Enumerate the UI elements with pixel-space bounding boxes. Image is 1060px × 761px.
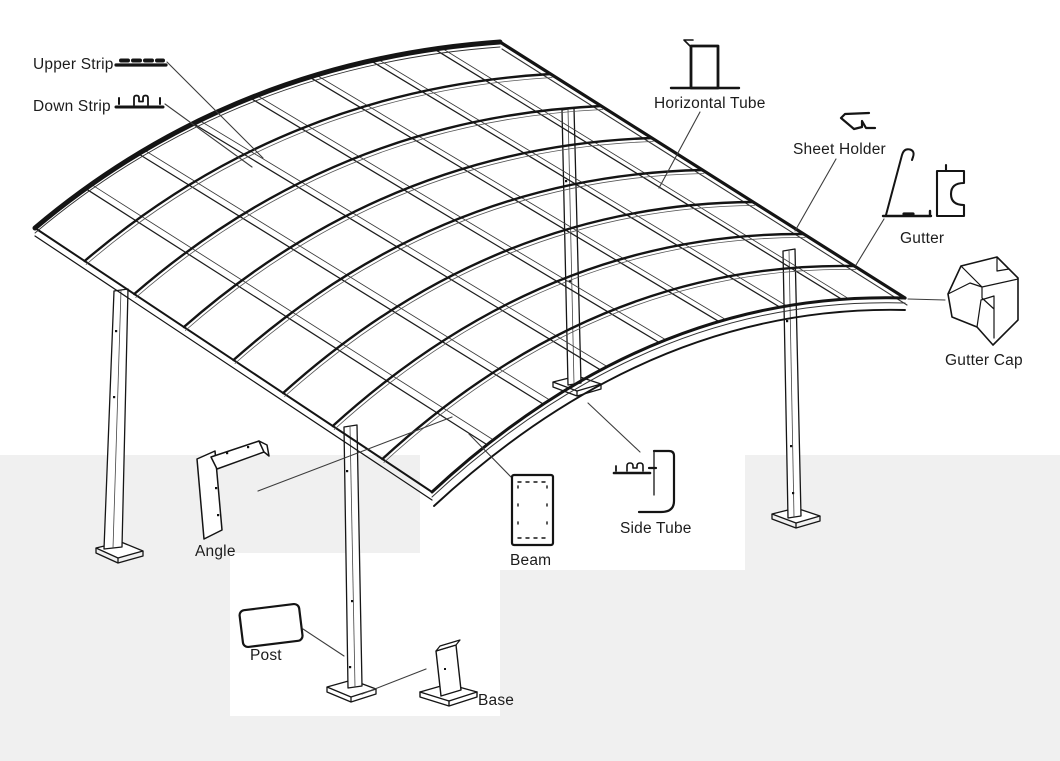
label-down-strip: Down Strip (33, 98, 111, 115)
gutter-icon (881, 148, 966, 218)
floor-highlight-center (420, 455, 745, 570)
leader-lines (164, 61, 946, 695)
leader-down-strip (164, 103, 253, 168)
angle-icon (196, 440, 270, 540)
label-gutter: Gutter (900, 230, 944, 247)
leader-angle (257, 416, 453, 492)
leader-post (302, 628, 345, 657)
roof-grid (32, 39, 908, 507)
post-front-left (326, 424, 377, 703)
leader-horizontal-tube (658, 111, 701, 189)
leader-base (361, 668, 427, 695)
down-strip-icon (114, 94, 165, 109)
post-icon (238, 602, 304, 649)
posts (95, 107, 821, 703)
post-front-right (771, 248, 821, 529)
leader-beam (468, 433, 512, 478)
leader-gutter-cap (907, 298, 946, 301)
label-post: Post (250, 647, 282, 664)
leader-side-tube (587, 402, 641, 453)
label-side-tube: Side Tube (620, 520, 692, 537)
side-tube-icon (612, 449, 676, 514)
base-icon (419, 639, 478, 707)
label-horizontal-tube: Horizontal Tube (654, 95, 766, 112)
beam-icon (510, 473, 555, 547)
post-back-right (552, 107, 602, 397)
label-sheet-holder: Sheet Holder (793, 141, 886, 158)
leader-upper-strip (166, 61, 264, 159)
upper-strip-icon (114, 58, 168, 67)
label-angle: Angle (195, 543, 236, 560)
horizontal-tube-icon (669, 39, 741, 90)
gutter-cap-icon (947, 256, 1019, 346)
label-gutter-cap: Gutter Cap (945, 352, 1023, 369)
leader-gutter (855, 218, 885, 266)
post-back-left (95, 288, 144, 564)
leader-sheet-holder (794, 158, 837, 232)
part-icons (114, 39, 1019, 707)
label-base: Base (478, 692, 514, 709)
label-upper-strip: Upper Strip (33, 56, 114, 73)
sheet-holder-icon (839, 111, 877, 131)
part-labels: Upper Strip Down Strip Horizontal Tube S… (33, 56, 1023, 709)
label-beam: Beam (510, 552, 551, 569)
